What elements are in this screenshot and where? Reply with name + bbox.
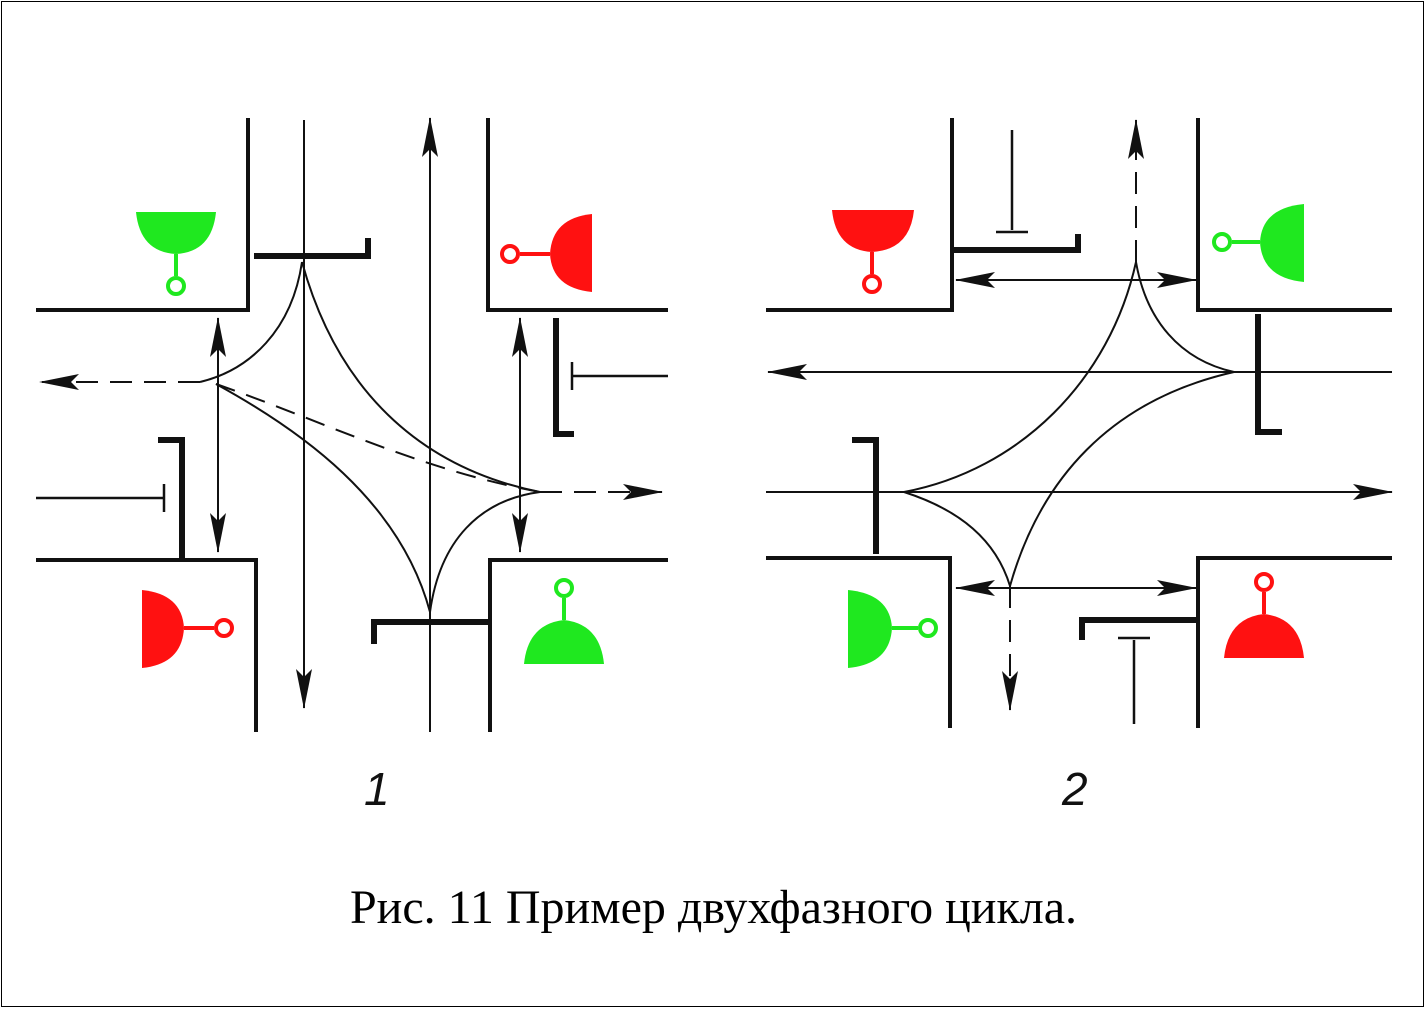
phase-1-signal-top-right <box>500 214 592 292</box>
signal-head <box>136 212 216 254</box>
stop-line-north <box>254 238 371 259</box>
stop-line-west <box>852 437 879 554</box>
stop-line-east <box>553 318 574 437</box>
flow-turn-south-east <box>429 491 541 613</box>
figure-caption: Рис. 11 Пример двухфазного цикла. <box>349 881 1078 934</box>
phase-2-label: 2 <box>1062 763 1088 815</box>
phase-1-signal-bottom-right <box>524 578 604 664</box>
phase-2-signal-top-left <box>832 210 914 294</box>
flow-turn-east-south <box>1009 371 1235 587</box>
stop-line-east <box>1255 314 1282 435</box>
stop-bar-south <box>1118 636 1150 724</box>
flow-diagonal-dashed <box>215 383 541 493</box>
phase-2-signal-bottom-left <box>848 590 938 668</box>
flow-turn-south-west <box>215 383 431 613</box>
phase-2-intersection <box>766 118 1392 728</box>
phase-1-traffic-flows <box>39 117 663 732</box>
phase-2-traffic-flows <box>766 119 1393 711</box>
stop-line-north <box>954 234 1081 253</box>
flow-turn-east-north <box>1135 261 1235 373</box>
flow-turn-north-west <box>199 261 303 383</box>
curb-bottom-left <box>766 556 952 728</box>
curb-top-right <box>486 118 668 312</box>
flow-turn-north-east <box>301 261 541 493</box>
stop-line-south <box>371 619 488 644</box>
stop-line-west <box>158 437 185 558</box>
flow-turn-west-north <box>903 261 1137 493</box>
stop-line-south <box>1079 617 1198 640</box>
curb-bottom-right <box>488 558 668 732</box>
phase-1-label: 1 <box>364 763 390 815</box>
curb-top-left <box>766 118 954 312</box>
phase-2-signal-bottom-right <box>1224 572 1304 658</box>
curb-top-right <box>1196 118 1392 312</box>
phase-2-signal-top-right <box>1212 204 1304 282</box>
stop-bar-east <box>570 362 668 390</box>
phase-1-intersection <box>36 118 668 732</box>
phase-1-signal-top-left <box>136 212 216 296</box>
curb-top-left <box>36 118 250 312</box>
curb-bottom-right <box>1196 556 1392 728</box>
flow-turn-west-south <box>903 491 1011 587</box>
stop-bar-west <box>36 484 166 512</box>
stop-bar-north <box>996 130 1028 234</box>
phase-1-signal-bottom-left <box>142 590 234 668</box>
curb-bottom-left <box>36 558 258 732</box>
